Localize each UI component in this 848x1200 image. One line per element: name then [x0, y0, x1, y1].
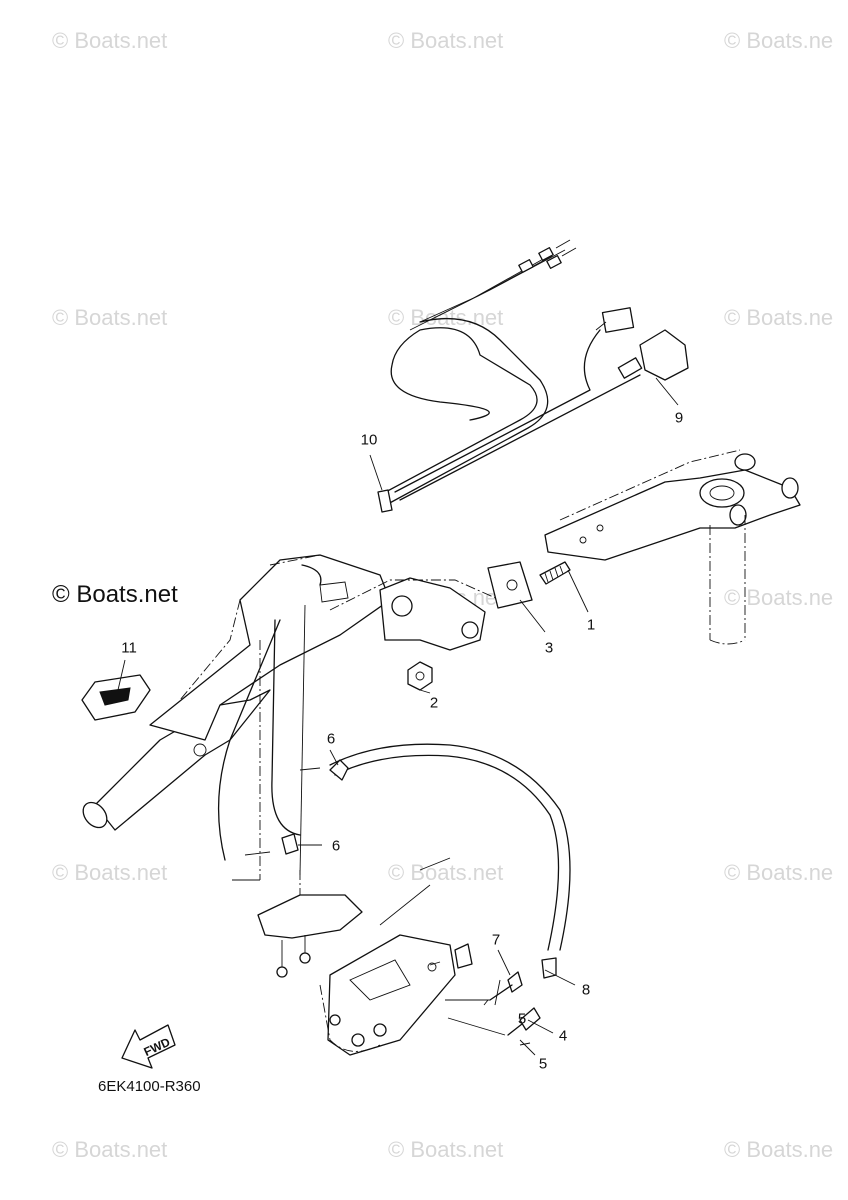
watermark-large: © Boats.net: [52, 581, 178, 608]
callout-7: 7: [491, 931, 501, 949]
callout-3: 3: [544, 639, 554, 657]
watermark: © Boats.ne: [724, 1137, 834, 1162]
watermark: © Boats.ne: [724, 28, 834, 53]
callout-11: 11: [121, 639, 137, 657]
callout-2: 2: [429, 694, 439, 712]
swivel-bracket: [544, 449, 801, 645]
cable-clip: [244, 759, 349, 856]
mounting-hardware: [407, 561, 571, 691]
watermark: © Boats.ne: [724, 585, 834, 610]
callout-5b: 5: [538, 1055, 548, 1073]
watermark: © Boats.net: [52, 28, 168, 53]
watermark: © Boats.net: [388, 305, 504, 330]
watermark: © Boats.net: [52, 305, 168, 330]
cable-tie: [369, 454, 393, 513]
throttle-cables: [217, 604, 571, 951]
leader-lines: [117, 569, 589, 1056]
diagram-reference-code: 6EK4100-R360: [98, 1078, 201, 1095]
tiller-handle: [82, 554, 501, 831]
watermark: © Boats.net: [52, 860, 168, 885]
watermark: © Boats.net: [52, 1137, 168, 1162]
callout-5a: 5: [517, 1010, 527, 1028]
callout-9: 9: [674, 409, 684, 427]
cable-ends: [445, 957, 557, 1046]
control-assembly: [257, 857, 473, 1056]
callout-4: 4: [558, 1027, 568, 1045]
wire-harness: [379, 239, 689, 506]
watermark: © Boats.net: [388, 1137, 504, 1162]
watermark: © Boats.net: [388, 28, 504, 53]
callout-8: 8: [581, 981, 591, 999]
callout-6b: 6: [331, 837, 341, 855]
callout-10: 10: [360, 431, 378, 449]
fwd-arrow: FWD: [121, 1024, 176, 1069]
callout-1: 1: [586, 616, 596, 634]
watermark: © Boats.ne: [724, 860, 834, 885]
watermark: © Boats.ne: [724, 305, 834, 330]
watermark: © Boats.net: [388, 860, 504, 885]
throttle-grip: [81, 674, 151, 721]
callout-6a: 6: [326, 730, 336, 748]
